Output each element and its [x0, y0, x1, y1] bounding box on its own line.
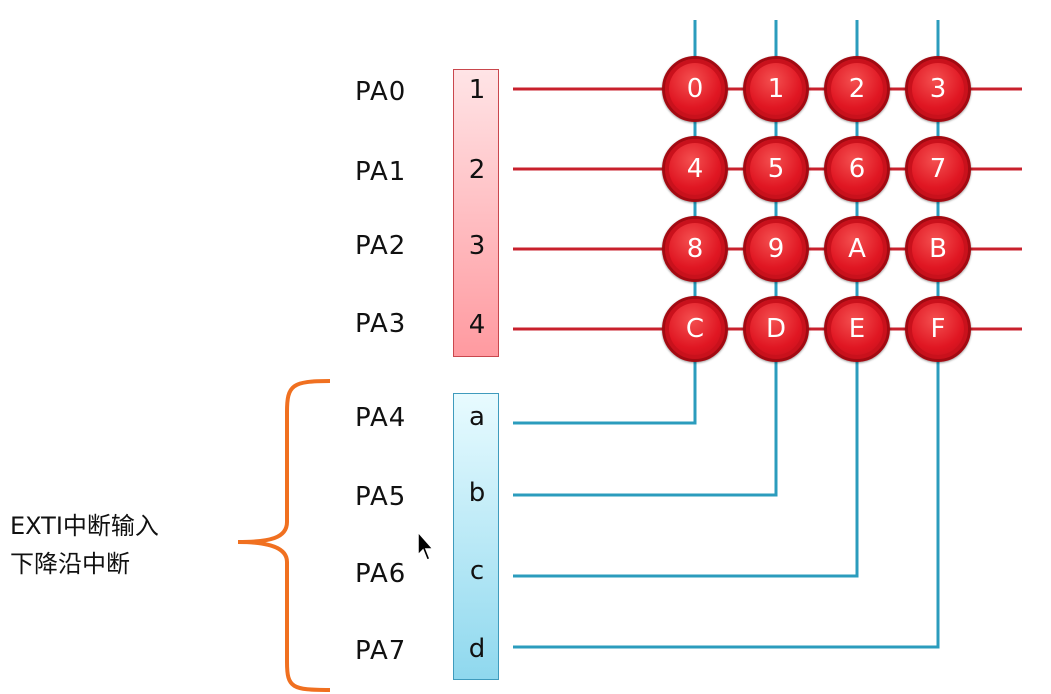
col-box-label-d: d [468, 634, 486, 664]
key-3[interactable]: 3 [905, 56, 971, 122]
row-connector-box: 1 2 3 4 [453, 69, 499, 357]
col-connector-box: a b c d [453, 393, 499, 680]
key-6[interactable]: 6 [824, 136, 890, 202]
col-box-label-a: a [469, 402, 485, 432]
pin-label-pa5: PA5 [355, 482, 407, 512]
row-wires [513, 87, 1022, 331]
pin-label-pa4: PA4 [355, 403, 407, 433]
key-5[interactable]: 5 [743, 136, 809, 202]
key-4[interactable]: 4 [662, 136, 728, 202]
row-box-label-4: 4 [468, 310, 486, 340]
key-2[interactable]: 2 [824, 56, 890, 122]
row-box-label-2: 2 [468, 155, 486, 185]
col-box-label-b: b [468, 478, 486, 508]
row-box-label-3: 3 [468, 231, 486, 261]
key-9[interactable]: 9 [743, 216, 809, 282]
pin-label-pa3: PA3 [355, 309, 407, 339]
brace [237, 379, 331, 692]
key-b[interactable]: B [905, 216, 971, 282]
key-7[interactable]: 7 [905, 136, 971, 202]
key-e[interactable]: E [824, 296, 890, 362]
key-1[interactable]: 1 [743, 56, 809, 122]
pin-label-pa0: PA0 [355, 77, 407, 107]
annotation-exti-input: EXTI中断输入 [10, 512, 159, 540]
pin-label-pa7: PA7 [355, 636, 407, 666]
key-0[interactable]: 0 [662, 56, 728, 122]
mouse-cursor-icon [417, 531, 435, 561]
key-d[interactable]: D [743, 296, 809, 362]
key-8[interactable]: 8 [662, 216, 728, 282]
pin-label-pa6: PA6 [355, 559, 407, 589]
key-c[interactable]: C [662, 296, 728, 362]
key-a[interactable]: A [824, 216, 890, 282]
col-wire-c [513, 20, 859, 578]
key-f[interactable]: F [905, 296, 971, 362]
row-box-label-1: 1 [468, 75, 486, 105]
col-box-label-c: c [469, 556, 485, 586]
annotation-falling-edge: 下降沿中断 [10, 550, 130, 578]
pin-label-pa1: PA1 [355, 157, 407, 187]
pin-label-pa2: PA2 [355, 231, 407, 261]
